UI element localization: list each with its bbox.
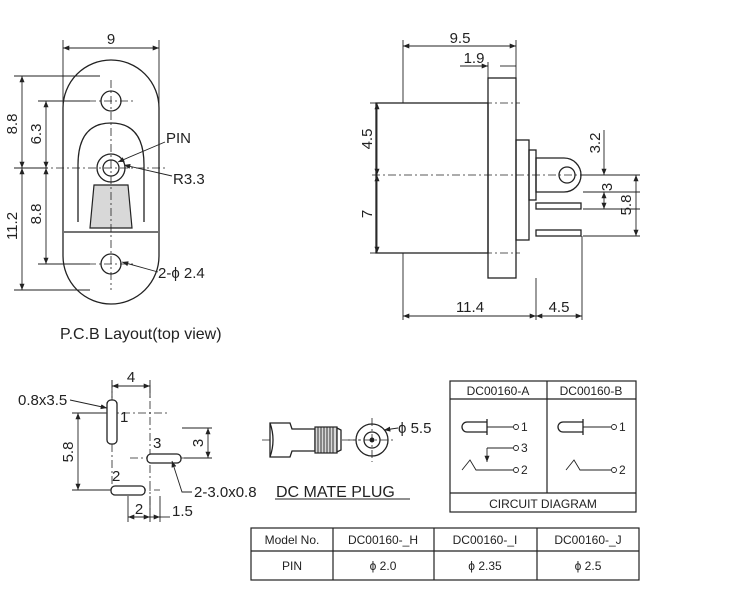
circuit-caption: CIRCUIT DIAGRAM: [489, 497, 597, 511]
pcb-caption: P.C.B Layout(top view): [60, 326, 222, 343]
table-cell-j: ϕ 2.5: [575, 559, 602, 573]
dim-left-total: 11.2: [4, 212, 21, 240]
pcb-top-view: [14, 40, 173, 305]
table-cell-i: ϕ 2.35: [468, 559, 502, 573]
dim-top-total: 8.8: [4, 114, 21, 135]
hole-label: 2-ϕ 2.4: [158, 265, 205, 282]
circuit-a-pin-2: 2: [521, 463, 528, 477]
dim-top-inner: 6.3: [28, 124, 45, 145]
dim-flange: 1.9: [464, 50, 485, 67]
dim-protrusion: 4.5: [549, 299, 570, 316]
pin-block: [89, 184, 133, 229]
slot-label: 2-3.0x0.8: [194, 484, 257, 501]
side-body: [375, 102, 489, 254]
table-header-j: DC00160-_J: [554, 533, 621, 547]
pad-2: [110, 485, 146, 496]
dim-pin-offset: 3: [599, 183, 616, 191]
table-row-label: PIN: [282, 559, 302, 573]
dc-mate-plug: [262, 418, 410, 500]
model-table: [250, 527, 640, 581]
circuit-a-pin-3: 3: [521, 441, 528, 455]
radius-label: R3.3: [173, 171, 205, 188]
plug-diameter: ϕ 5.5: [398, 420, 431, 437]
dim-pin-height: 5.8: [618, 195, 635, 216]
terminal-tab: [535, 157, 582, 193]
mate-plug-label: DC MATE PLUG: [276, 484, 395, 501]
dim-footprint-width: 4: [127, 369, 135, 386]
side-flange: [487, 77, 517, 279]
dim-pad2-x: 2: [135, 501, 143, 518]
dim-body: 11.4: [456, 299, 484, 316]
dim-total-length: 9.5: [450, 30, 471, 47]
circuit-a-pin: [461, 421, 487, 433]
dim-bottom: 8.8: [28, 204, 45, 225]
dim-pad-pitch: 1.5: [172, 503, 193, 520]
circuit-header-b: DC00160-B: [560, 384, 623, 398]
plug-body: [269, 422, 316, 458]
pad-3-number: 3: [153, 435, 161, 452]
dim-pad1: 0.8x3.5: [18, 392, 67, 409]
table-header-i: DC00160-_I: [453, 533, 518, 547]
side-view: [370, 40, 640, 320]
circuit-b-pin-1: 1: [619, 420, 626, 434]
circuit-b-pin: [557, 421, 583, 433]
dim-footprint-height: 5.8: [60, 442, 77, 463]
circuit-a-pin-1: 1: [521, 420, 528, 434]
pad-2-number: 2: [112, 468, 120, 485]
pcb-footprint: [69, 380, 212, 522]
table-cell-h: ϕ 2.0: [370, 559, 397, 573]
pad-1: [106, 399, 118, 445]
dim-terminal: 3.2: [587, 133, 604, 154]
table-header-h: DC00160-_H: [348, 533, 418, 547]
dim-pad3-offset: 3: [190, 439, 207, 447]
circuit-b-pin-2: 2: [619, 463, 626, 477]
dim-width: 9: [107, 31, 115, 48]
circuit-header-a: DC00160-A: [467, 384, 530, 398]
circuit-diagram: [449, 380, 637, 513]
pad-3: [146, 453, 182, 464]
dim-lower: 7: [359, 210, 376, 218]
dim-upper: 4.5: [359, 129, 376, 150]
connector-outline: [62, 59, 160, 305]
pad-1-number: 1: [120, 409, 128, 426]
table-header-model: Model No.: [265, 533, 320, 547]
pin-label: PIN: [166, 130, 191, 147]
